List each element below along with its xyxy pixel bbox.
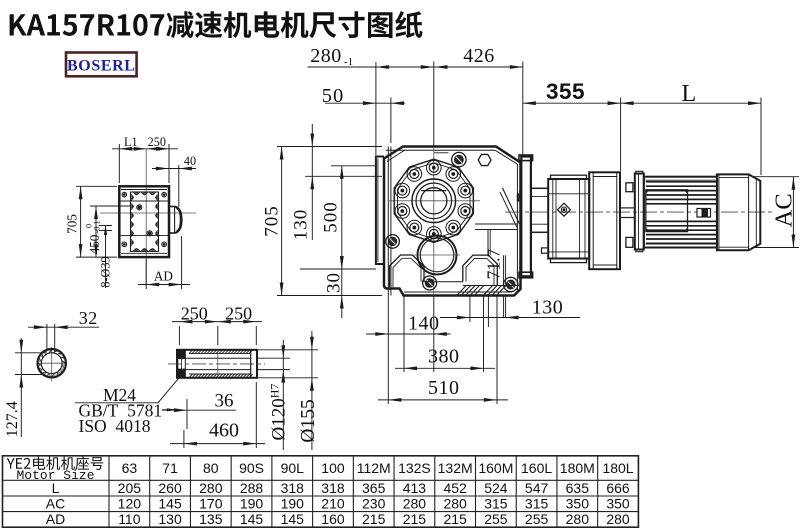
- svg-text:90S: 90S: [239, 460, 264, 476]
- svg-text:AC: AC: [771, 193, 798, 227]
- svg-text:145: 145: [158, 496, 182, 512]
- svg-text:350: 350: [606, 496, 630, 512]
- svg-text:M24: M24: [103, 385, 136, 405]
- svg-text:315: 315: [525, 496, 549, 512]
- svg-text:100: 100: [321, 460, 345, 476]
- svg-text:180L: 180L: [602, 460, 633, 476]
- svg-text:280: 280: [310, 45, 342, 67]
- svg-text:215: 215: [443, 511, 467, 527]
- svg-text:426: 426: [463, 45, 495, 67]
- svg-text:280: 280: [199, 480, 223, 496]
- svg-text:280: 280: [443, 496, 467, 512]
- svg-text:380: 380: [428, 346, 460, 368]
- svg-text:180M: 180M: [560, 460, 595, 476]
- svg-text:90L: 90L: [281, 460, 305, 476]
- svg-text:500: 500: [321, 201, 342, 233]
- svg-text:36: 36: [215, 391, 234, 412]
- svg-text:160L: 160L: [521, 460, 552, 476]
- svg-text:L: L: [681, 81, 696, 107]
- svg-text:190: 190: [240, 496, 264, 512]
- svg-text:160: 160: [321, 511, 345, 527]
- svg-text:112M: 112M: [357, 460, 391, 476]
- svg-text:547: 547: [525, 480, 549, 496]
- svg-text:318: 318: [281, 480, 305, 496]
- svg-text:AD: AD: [46, 511, 65, 527]
- svg-text:635: 635: [566, 480, 590, 496]
- svg-text:452: 452: [443, 480, 467, 496]
- svg-text:63: 63: [122, 460, 138, 476]
- svg-text:160M: 160M: [478, 460, 513, 476]
- svg-text:145: 145: [240, 511, 264, 527]
- svg-text:250: 250: [181, 304, 208, 324]
- svg-text:318: 318: [321, 480, 345, 496]
- svg-text:413: 413: [403, 480, 427, 496]
- svg-text:215: 215: [403, 511, 427, 527]
- svg-text:210: 210: [321, 496, 345, 512]
- svg-text:524: 524: [484, 480, 508, 496]
- svg-text:30: 30: [324, 272, 345, 293]
- svg-text:280: 280: [403, 496, 427, 512]
- svg-text:170: 170: [199, 496, 223, 512]
- svg-text:110: 110: [118, 511, 141, 527]
- svg-text:71.7: 71.7: [484, 248, 504, 279]
- svg-text:450: 450: [87, 234, 102, 254]
- svg-text:460: 460: [209, 419, 239, 441]
- svg-text:40: 40: [184, 154, 196, 168]
- svg-text:32: 32: [79, 308, 98, 328]
- svg-text:ISO 4018: ISO 4018: [79, 416, 151, 436]
- svg-text:280: 280: [566, 511, 590, 527]
- svg-text:GB/T 5781: GB/T 5781: [79, 401, 163, 421]
- svg-text:666: 666: [606, 480, 630, 496]
- svg-text:132M: 132M: [438, 460, 473, 476]
- svg-text:215: 215: [362, 511, 386, 527]
- svg-text:315: 315: [484, 496, 508, 512]
- svg-text:Motor Size: Motor Size: [16, 468, 94, 483]
- svg-text:250: 250: [225, 304, 252, 324]
- svg-text:130: 130: [532, 297, 564, 319]
- svg-text:8-Ø39: 8-Ø39: [99, 256, 113, 287]
- svg-text:705: 705: [65, 214, 80, 234]
- svg-text:250: 250: [148, 135, 166, 149]
- svg-text:80: 80: [203, 460, 219, 476]
- svg-text:255: 255: [484, 511, 508, 527]
- svg-text:AC: AC: [46, 496, 65, 512]
- svg-text:140: 140: [408, 313, 440, 335]
- svg-text:355: 355: [546, 79, 585, 104]
- svg-text:288: 288: [240, 480, 264, 496]
- svg-text:132S: 132S: [398, 460, 431, 476]
- svg-text:BOSERL: BOSERL: [67, 57, 136, 74]
- svg-text:350: 350: [566, 496, 590, 512]
- svg-text:71: 71: [162, 460, 178, 476]
- svg-text:145: 145: [281, 511, 305, 527]
- svg-text:120: 120: [118, 496, 142, 512]
- svg-text:230: 230: [362, 496, 386, 512]
- svg-text:260: 260: [158, 480, 182, 496]
- svg-text:Ø155: Ø155: [298, 399, 319, 442]
- svg-text:-1: -1: [344, 56, 353, 68]
- svg-text:510: 510: [428, 377, 460, 399]
- svg-text:L: L: [52, 480, 60, 496]
- svg-text:135: 135: [199, 511, 223, 527]
- svg-text:280: 280: [606, 511, 630, 527]
- svg-text:705: 705: [262, 205, 283, 237]
- svg-text:127.4: 127.4: [4, 401, 21, 437]
- svg-text:205: 205: [118, 480, 142, 496]
- svg-text:L1: L1: [124, 135, 138, 149]
- svg-text:-0.1: -0.1: [93, 221, 102, 234]
- svg-text:0: 0: [85, 224, 94, 228]
- svg-text:Ø120H7: Ø120H7: [268, 384, 290, 441]
- svg-text:365: 365: [362, 480, 386, 496]
- svg-text:190: 190: [281, 496, 305, 512]
- svg-text:130: 130: [158, 511, 182, 527]
- svg-text:130: 130: [291, 209, 312, 241]
- svg-text:255: 255: [525, 511, 549, 527]
- svg-text:50: 50: [322, 85, 345, 107]
- svg-text:AD: AD: [154, 269, 173, 284]
